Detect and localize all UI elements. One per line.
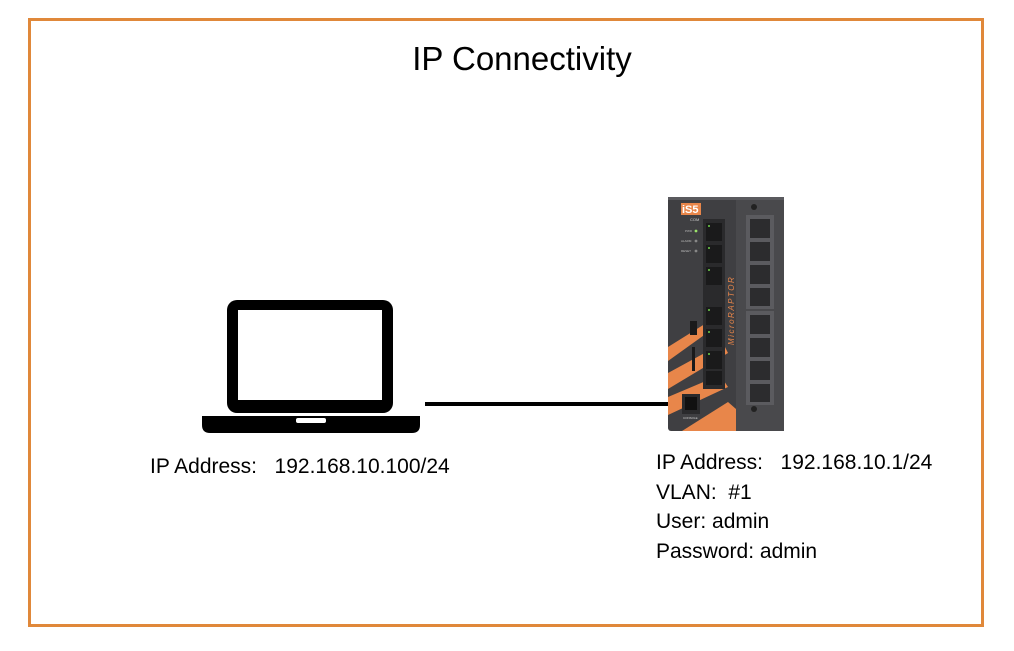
- diagram-frame: [28, 18, 984, 627]
- laptop-icon: [200, 298, 422, 441]
- svg-text:ALARM: ALARM: [681, 239, 692, 243]
- switch-info: IP Address: 192.168.10.1/24 VLAN: #1 Use…: [656, 448, 932, 566]
- switch-password-value: admin: [759, 539, 818, 563]
- svg-text:PWR: PWR: [685, 229, 693, 233]
- switch-ip-address: IP Address: 192.168.10.1/24: [656, 451, 933, 474]
- svg-text:RESET: RESET: [681, 249, 691, 253]
- network-switch-icon: iS5 COM PWR ALARM RESET CONSOLE MicroRAP…: [668, 197, 786, 436]
- pc-ip-label: IP Address:: [150, 455, 258, 478]
- switch-vlan: VLAN: #1: [656, 480, 752, 504]
- diagram-title: IP Connectivity: [412, 40, 632, 77]
- svg-text:COM: COM: [690, 217, 699, 222]
- svg-text:CONSOLE: CONSOLE: [683, 416, 698, 420]
- switch-ip-value: 192.168.10.1/24: [780, 451, 933, 474]
- model-name: MicroRAPTOR: [727, 276, 736, 345]
- network-cable: [425, 402, 685, 406]
- pc-ip-value: 192.168.10.100/24: [274, 455, 450, 478]
- switch-user-value: admin: [712, 510, 770, 533]
- brand-logo: iS5: [682, 204, 699, 216]
- switch-user: User: admin: [656, 510, 770, 533]
- switch-vlan-value: #1: [728, 480, 752, 504]
- pc-ip-address: IP Address: 192.168.10.100/24: [150, 452, 450, 481]
- switch-password: Password: admin: [656, 539, 818, 563]
